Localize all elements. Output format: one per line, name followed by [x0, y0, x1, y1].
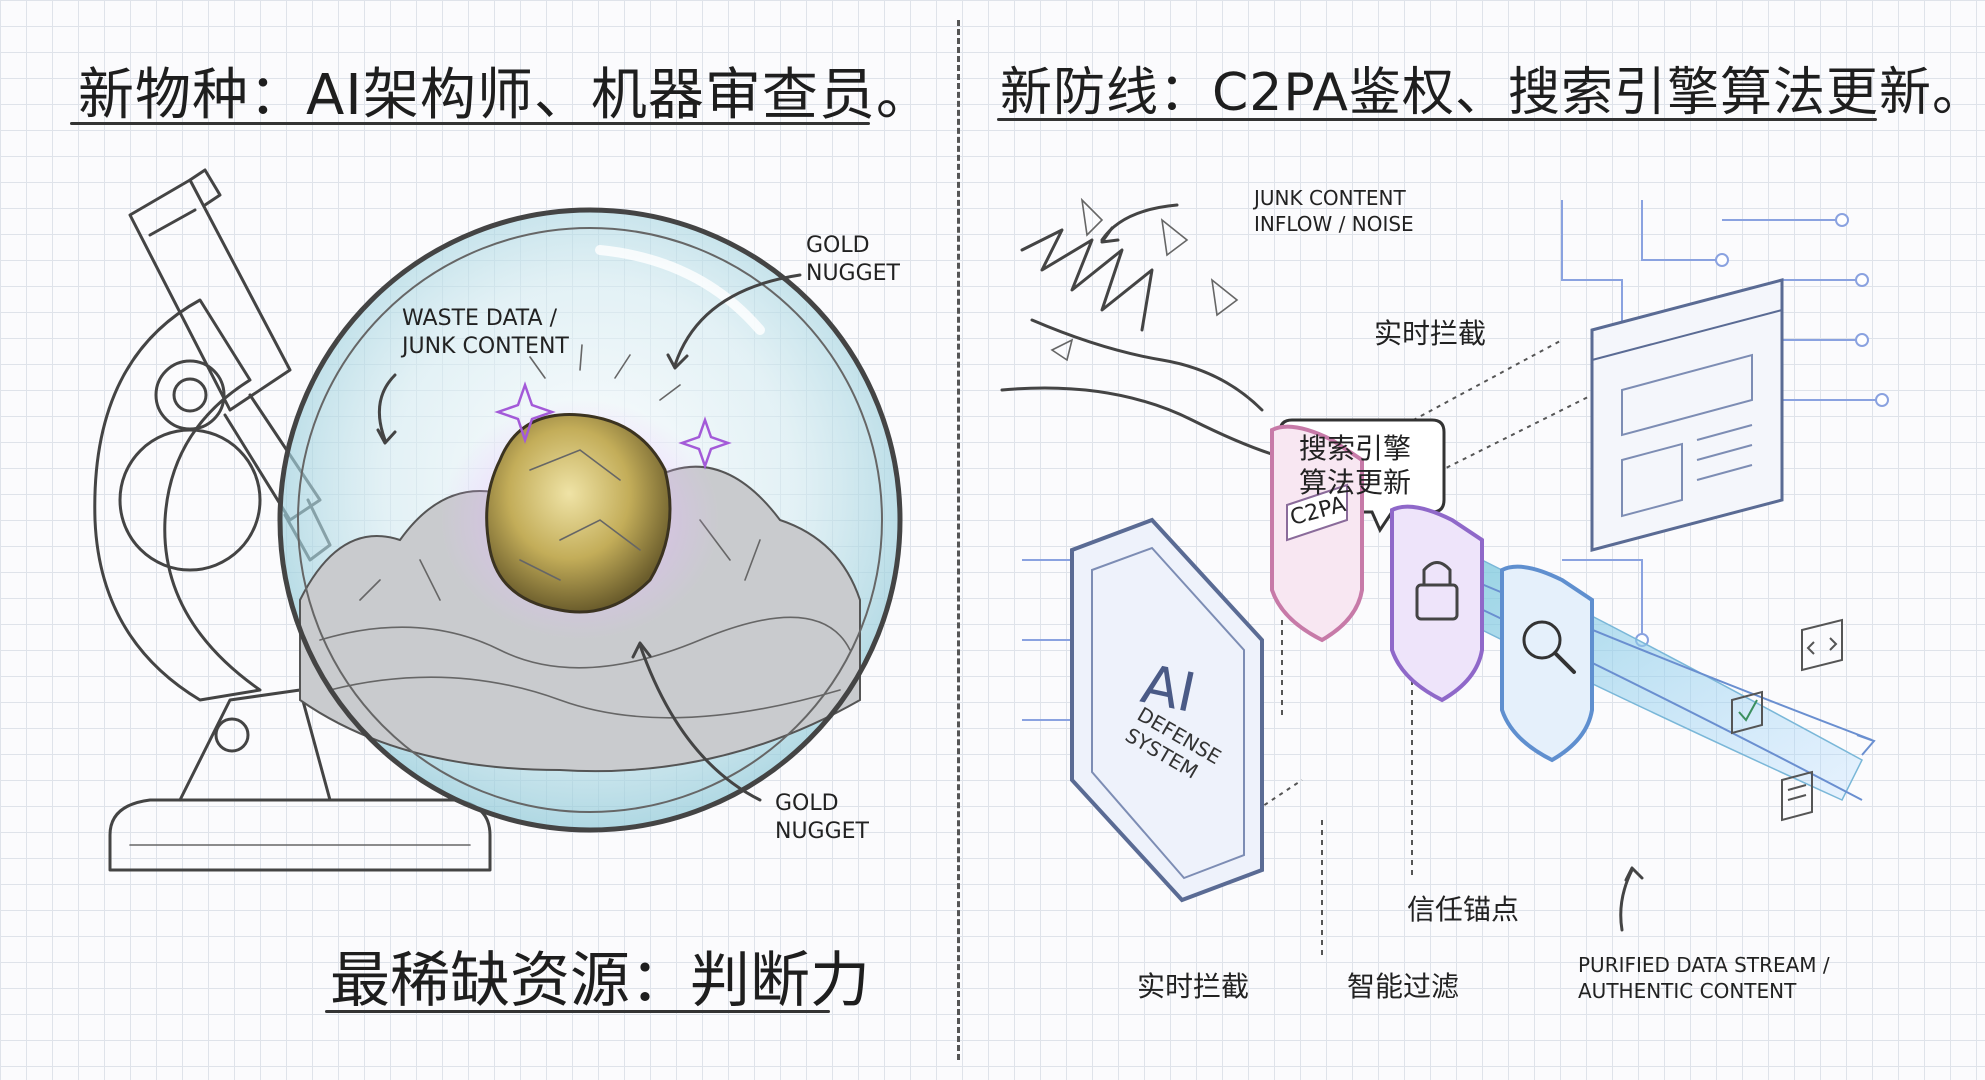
left-footer-underline: [325, 1010, 830, 1013]
right-title-underline: [997, 118, 1877, 121]
left-panel: 新物种：AI架构师、机器审查员。: [0, 0, 955, 1080]
realtime-intercept-bottom-label: 实时拦截: [1137, 970, 1250, 1003]
defense-diagram: [1000, 197, 1889, 960]
browser-window-icon: [1590, 278, 1784, 552]
gold-nugget-icon: [485, 413, 672, 614]
waste-data-label: WASTE DATA / JUNK CONTENT: [402, 306, 569, 359]
document-icon: [1781, 770, 1813, 822]
purified-stream-label: PURIFIED DATA STREAM / AUTHENTIC CONTENT: [1578, 953, 1830, 1003]
panel-divider: [957, 20, 960, 1060]
left-footer-title: 最稀缺资源：判断力: [330, 946, 870, 1016]
left-title-underline: [70, 122, 870, 125]
search-update-label: 搜索引擎 算法更新: [1299, 432, 1412, 499]
junk-inflow-label: JUNK CONTENT INFLOW / NOISE: [1254, 186, 1414, 236]
gold-nugget-label-bottom: GOLD NUGGET: [775, 791, 869, 844]
realtime-intercept-top-label: 实时拦截: [1374, 317, 1487, 350]
shield-icon: [1270, 424, 1364, 643]
trust-anchor-label: 信任锚点: [1407, 893, 1520, 926]
gold-nugget-label-top: GOLD NUGGET: [806, 233, 900, 286]
right-title: 新防线：C2PA鉴权、搜索引擎算法更新。: [1000, 63, 1985, 123]
junk-noise-cluster: [1000, 197, 1294, 462]
lock-icon: [1390, 504, 1484, 703]
smart-filter-label: 智能过滤: [1347, 970, 1460, 1003]
code-icon: [1801, 618, 1843, 672]
magnifier-icon: [277, 207, 903, 833]
ai-chip: [1070, 517, 1264, 903]
checkmark-icon: [1731, 690, 1763, 735]
search-icon: [1500, 564, 1594, 763]
sparkle-icon: [494, 381, 556, 444]
left-title: 新物种：AI架构师、机器审查员。: [78, 63, 933, 128]
right-panel: 新防线：C2PA鉴权、搜索引擎算法更新。: [962, 0, 1984, 1080]
microscope-illustration: [93, 168, 903, 872]
